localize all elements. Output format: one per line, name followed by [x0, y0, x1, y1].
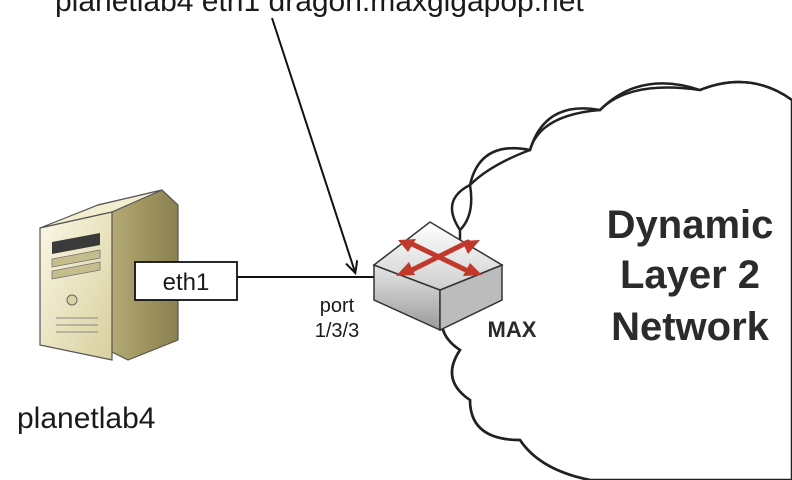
- port-number: 1/3/3: [315, 320, 359, 342]
- network-label-line2: Layer 2: [620, 253, 760, 297]
- switch-icon: [372, 221, 504, 332]
- network-label-line3: Network: [611, 305, 770, 349]
- network-label-line1: Dynamic: [607, 203, 774, 247]
- server-icon: [39, 189, 179, 361]
- eth1-interface-label: eth1: [163, 269, 210, 296]
- port-label: port: [320, 295, 355, 317]
- server-name: planetlab4: [17, 402, 155, 435]
- switch-name: MAX: [488, 317, 537, 342]
- eth1-interface-box: [134, 261, 238, 301]
- top-annotation: planetlab4 eth1 dragon.maxgigapop.net: [55, 0, 584, 18]
- annotation-arrow: [271, 17, 355, 272]
